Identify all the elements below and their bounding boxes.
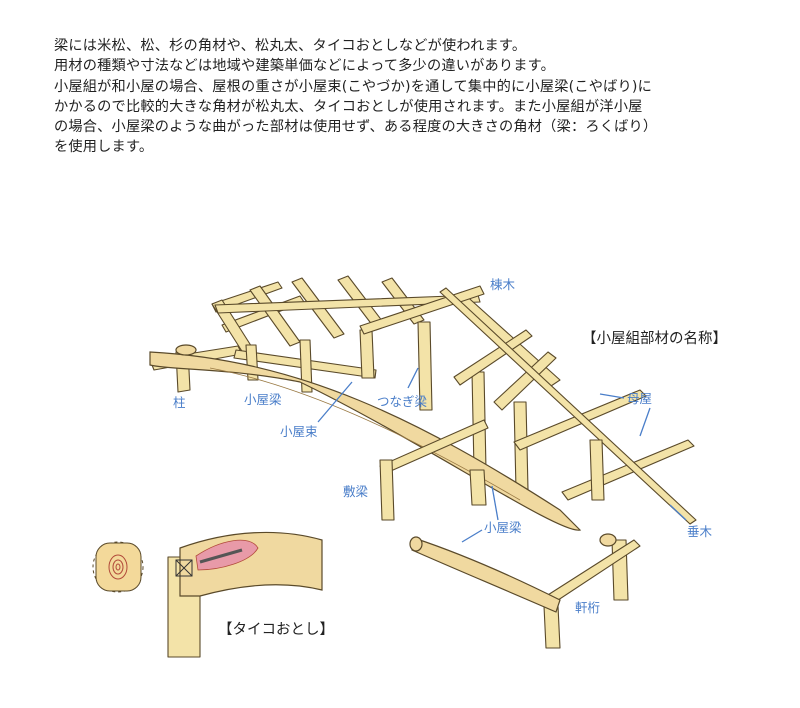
label-tsunagibari: つなぎ梁 — [377, 394, 428, 409]
description-line: の場合、小屋梁のような曲がった部材は使用せず、ある程度の大きさの角材（梁：ろくば… — [54, 119, 658, 136]
strut-member — [417, 321, 433, 411]
description-text: 梁には米松、松、杉の角材や、松丸太、タイコおとしなどが使われます。 用材の種類や… — [54, 36, 764, 158]
post-member — [379, 459, 395, 521]
description-line: を使用します。 — [54, 139, 154, 156]
diagram-title: 【小屋組部材の名称】 — [582, 330, 727, 347]
label-moya: 母屋 — [627, 391, 652, 406]
ridge-beam — [214, 294, 481, 314]
lower-log-beam — [411, 537, 561, 613]
leader-line — [407, 367, 419, 389]
growth-ring — [112, 559, 124, 575]
roof-structure-illustration — [149, 275, 697, 649]
leader-line — [491, 485, 499, 521]
taiko-otoshi-inset: 【タイコおとし】 — [92, 531, 334, 658]
post-member — [543, 605, 561, 649]
long-rafter — [439, 287, 697, 525]
growth-ring — [108, 554, 128, 580]
bolt-plate-icon — [175, 559, 193, 577]
label-hashira: 柱 — [173, 395, 186, 410]
label-taruki: 垂木 — [687, 524, 713, 539]
log-end — [409, 536, 423, 552]
leader-line — [639, 407, 651, 437]
label-koyabari-2: 小屋梁 — [484, 520, 522, 535]
leader-line — [461, 529, 483, 543]
log-end — [599, 533, 617, 547]
bolt-icon — [199, 548, 243, 564]
strut-member — [299, 339, 313, 393]
description-line: 梁には米松、松、杉の角材や、松丸太、タイコおとしなどが使われます。 — [54, 38, 527, 54]
log-end — [175, 344, 197, 356]
strut-member — [359, 329, 375, 379]
inset-title: 【タイコおとし】 — [218, 621, 334, 638]
description-line: 小屋組が和小屋の場合、屋根の重さが小屋束(こやづか)を通して集中的に小屋梁(こや… — [54, 78, 653, 95]
post-member — [469, 469, 487, 506]
bolt-plate-icon — [175, 559, 193, 577]
label-koyabari-1: 小屋梁 — [244, 392, 282, 407]
label-shikibari: 敷梁 — [343, 484, 369, 499]
description-line: かかるので比較的大きな角材が松丸太、タイコおとしが使用されます。また小屋組が洋小… — [54, 98, 643, 115]
growth-ring — [115, 563, 121, 571]
label-koyazuka: 小屋束 — [280, 424, 318, 439]
post-member — [589, 439, 605, 501]
leader-line — [599, 393, 625, 399]
diagram-labels: 【小屋組部材の名称】 棟木 母屋 垂木 柱 小屋梁 小屋束 つなぎ梁 敷梁 小屋… — [173, 277, 727, 615]
purlin-member — [561, 439, 695, 501]
label-munagi: 棟木 — [490, 277, 516, 292]
description-line: 用材の種類や寸法などは地域や建築単価などによって多少の違いがあります。 — [54, 58, 556, 75]
label-nokigeta: 軒桁 — [575, 600, 600, 615]
leader-line — [317, 381, 353, 423]
log-section — [95, 542, 142, 592]
leader-line — [669, 504, 687, 521]
